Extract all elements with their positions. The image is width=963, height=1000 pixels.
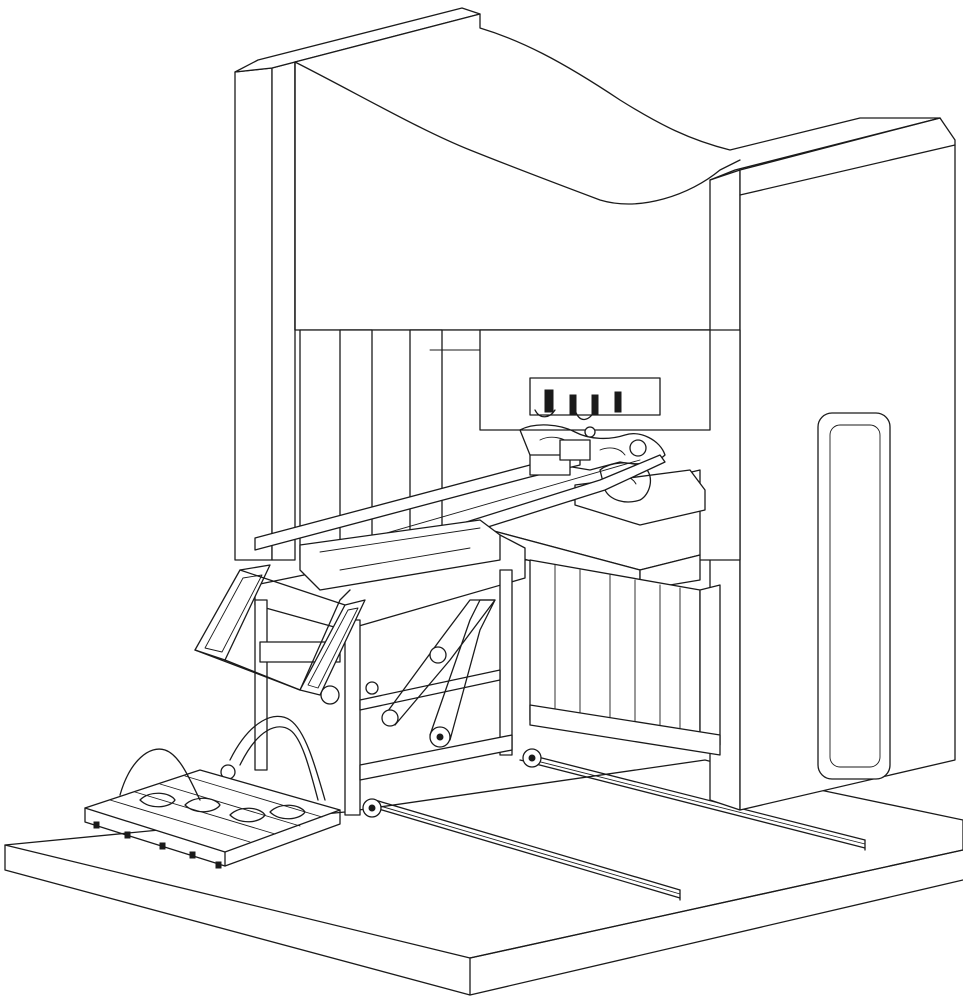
upper-die	[530, 378, 660, 419]
press-frame-right-column	[710, 118, 955, 810]
column-window	[818, 413, 890, 779]
